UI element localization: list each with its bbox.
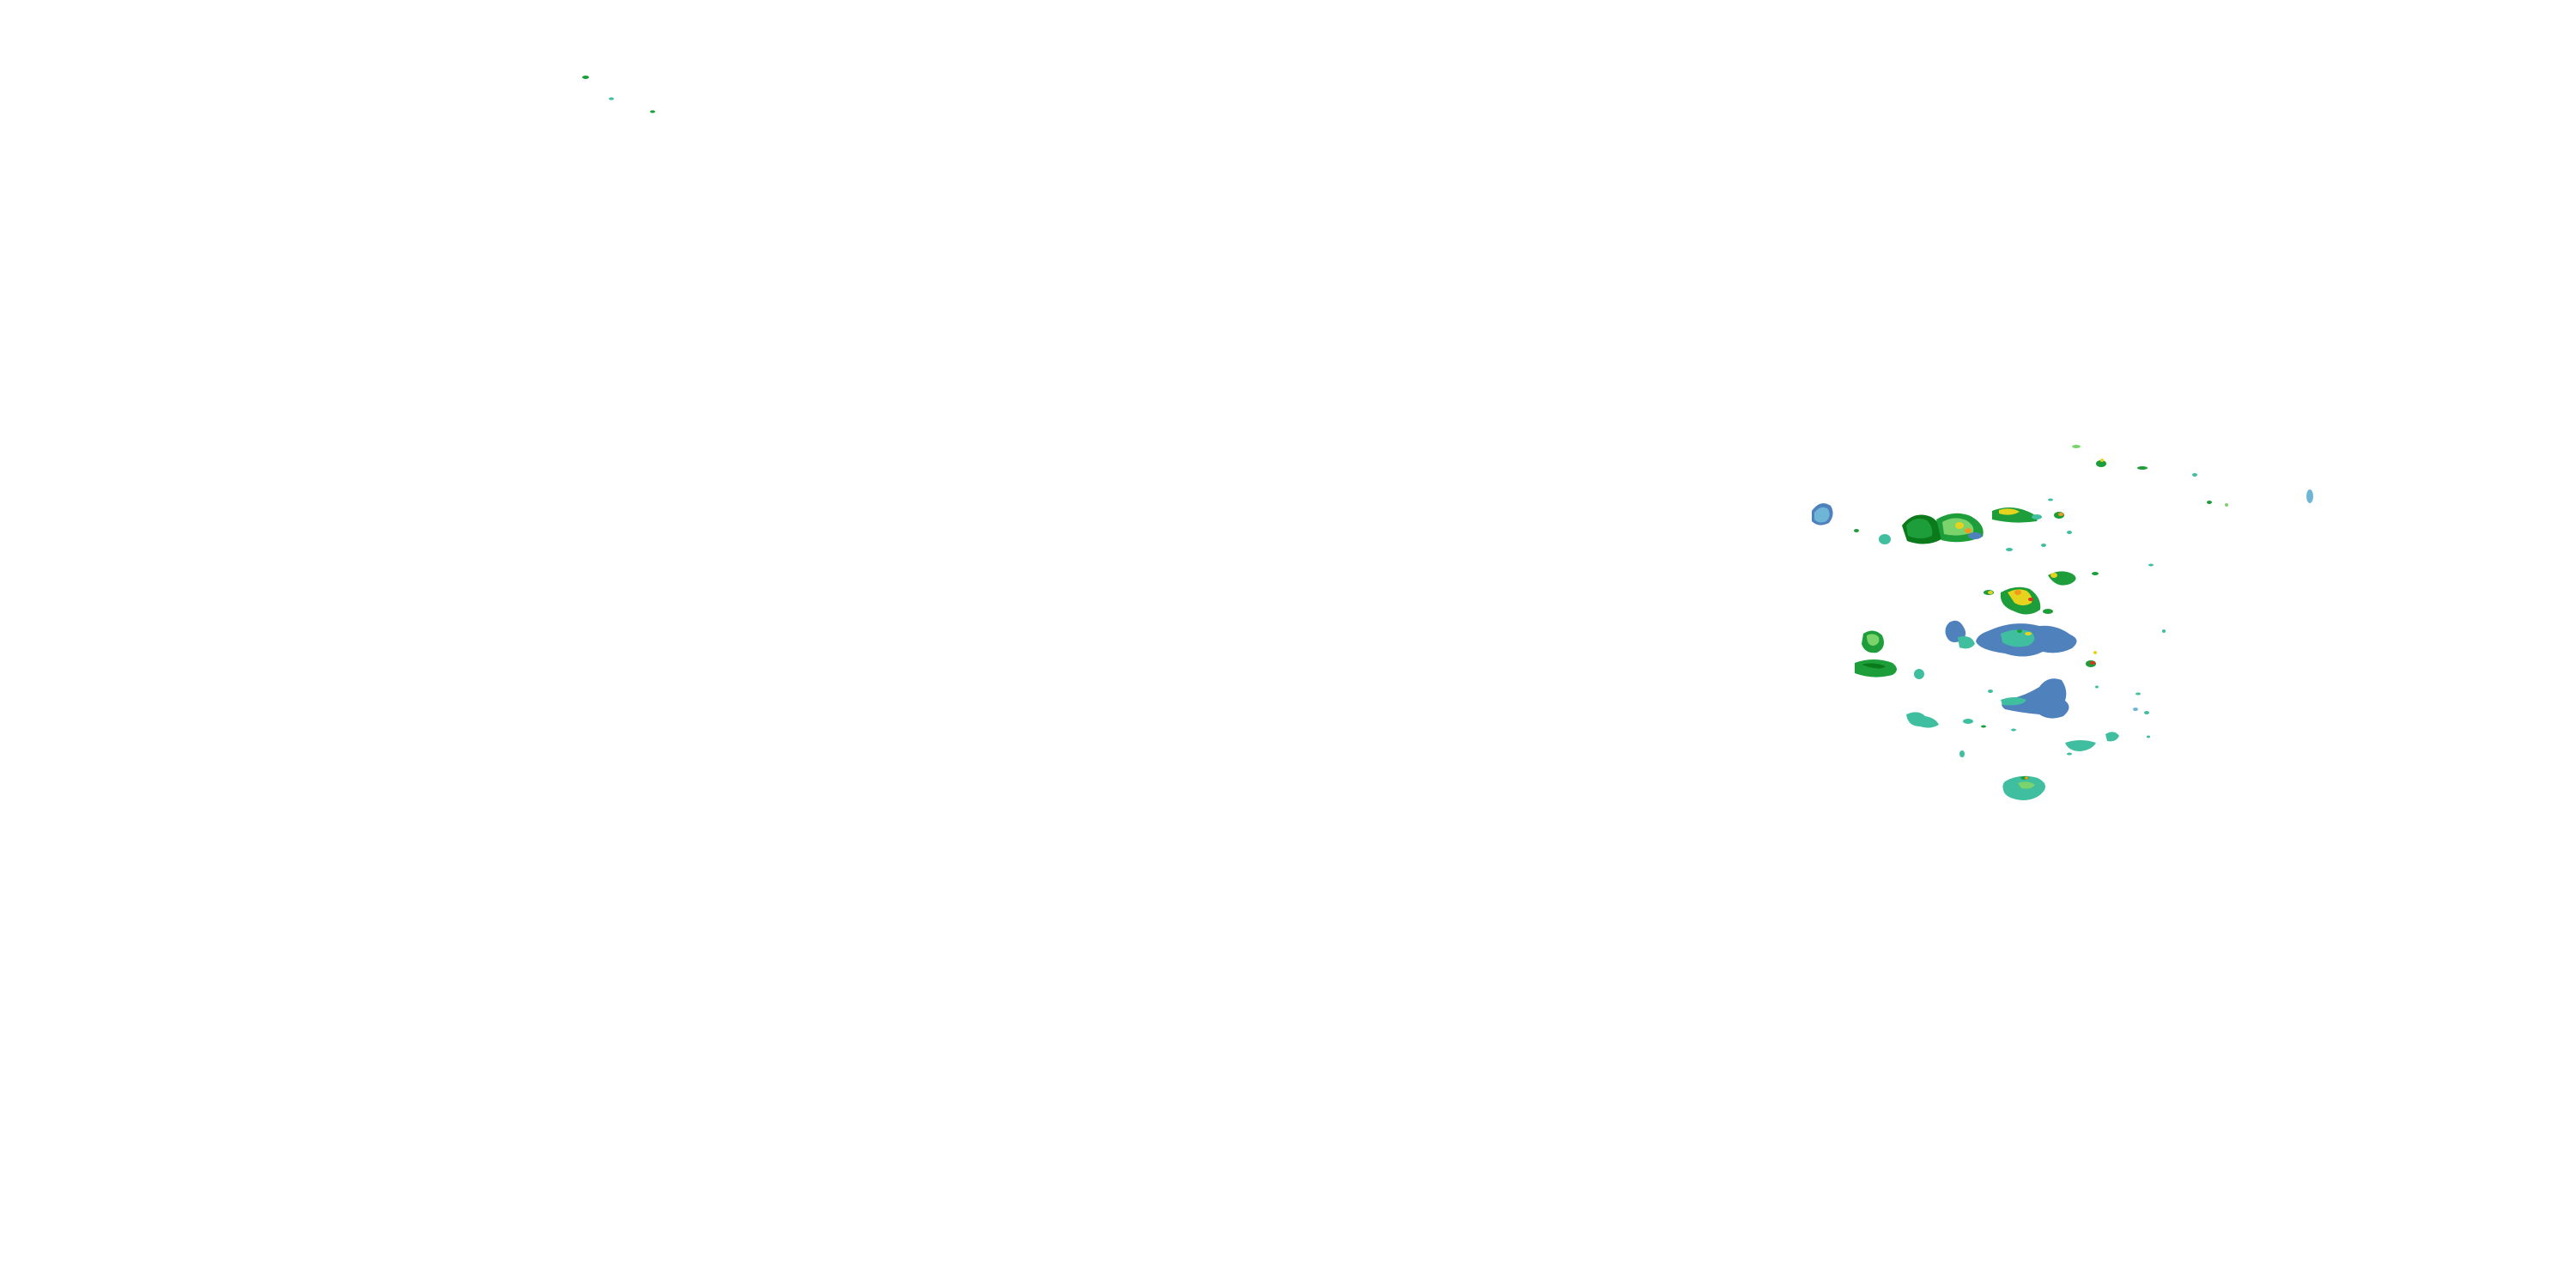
- echo-cell: [2136, 692, 2141, 696]
- echo-cell: [1867, 634, 1880, 646]
- echo-cell: [2162, 629, 2166, 633]
- echo-cell: [1914, 669, 1924, 679]
- echo-cell: [2032, 514, 2042, 519]
- echo-cell: [2093, 651, 2097, 654]
- echo-cell: [650, 110, 655, 113]
- echo-cell: [2095, 685, 2099, 689]
- echo-cell: [1814, 507, 1830, 523]
- echo-cell: [1988, 690, 1993, 693]
- echo-cell: [2058, 513, 2063, 516]
- echo-cell: [2144, 711, 2149, 714]
- echo-cell: [2011, 728, 2016, 732]
- echo-cell: [1981, 725, 1986, 728]
- echo-cell: [2014, 590, 2021, 595]
- echo-cell: [2017, 629, 2022, 633]
- echo-cell: [2148, 563, 2154, 567]
- echo-cell: [2025, 632, 2032, 635]
- echo-group-east-cluster: [1812, 445, 2313, 800]
- echo-cell: [1965, 528, 1971, 533]
- echo-cell: [2105, 732, 2119, 742]
- echo-cell: [1955, 522, 1964, 529]
- echo-cell: [2096, 460, 2106, 467]
- echo-cell: [1862, 663, 1886, 669]
- echo-cell: [1963, 719, 1973, 724]
- echo-cell: [2008, 589, 2032, 605]
- echo-cell: [2137, 466, 2148, 470]
- echo-cell: [2018, 781, 2035, 789]
- echo-cell: [2025, 776, 2028, 780]
- echo-cell: [2306, 489, 2313, 503]
- echo-cell: [1854, 529, 1859, 532]
- echo-cell: [2207, 501, 2212, 504]
- echo-cell: [2050, 573, 2057, 578]
- echo-cell: [2092, 572, 2099, 575]
- echo-cell: [1906, 519, 1933, 538]
- echo-cell: [2067, 531, 2072, 534]
- echo-cell: [2006, 548, 2013, 551]
- echo-cell: [2065, 740, 2096, 751]
- echo-cell: [1906, 712, 1939, 728]
- echo-cell: [1968, 532, 1982, 539]
- echo-cell: [1999, 508, 2020, 515]
- echo-cell: [1879, 534, 1891, 544]
- echo-cell: [2001, 697, 2026, 706]
- echo-cell: [1988, 591, 1993, 594]
- echo-cell: [2225, 503, 2228, 507]
- echo-cell: [1958, 636, 1975, 649]
- echo-cell: [2043, 609, 2053, 614]
- echo-cell: [2002, 678, 2069, 719]
- echo-cell: [582, 76, 589, 79]
- echo-cell: [1959, 750, 1965, 757]
- echo-cell: [2048, 498, 2053, 501]
- echo-cell: [2041, 544, 2046, 547]
- echo-cell: [609, 97, 614, 100]
- echo-cell: [2090, 661, 2095, 665]
- echo-cell: [2067, 752, 2072, 756]
- echo-cell: [2192, 473, 2197, 477]
- echo-cell: [2147, 735, 2150, 738]
- echo-group-northwest: [582, 76, 655, 113]
- echo-cell: [2072, 445, 2081, 448]
- echo-cell: [2028, 598, 2033, 601]
- echo-cell: [2100, 459, 2104, 462]
- echo-cell: [2133, 708, 2138, 711]
